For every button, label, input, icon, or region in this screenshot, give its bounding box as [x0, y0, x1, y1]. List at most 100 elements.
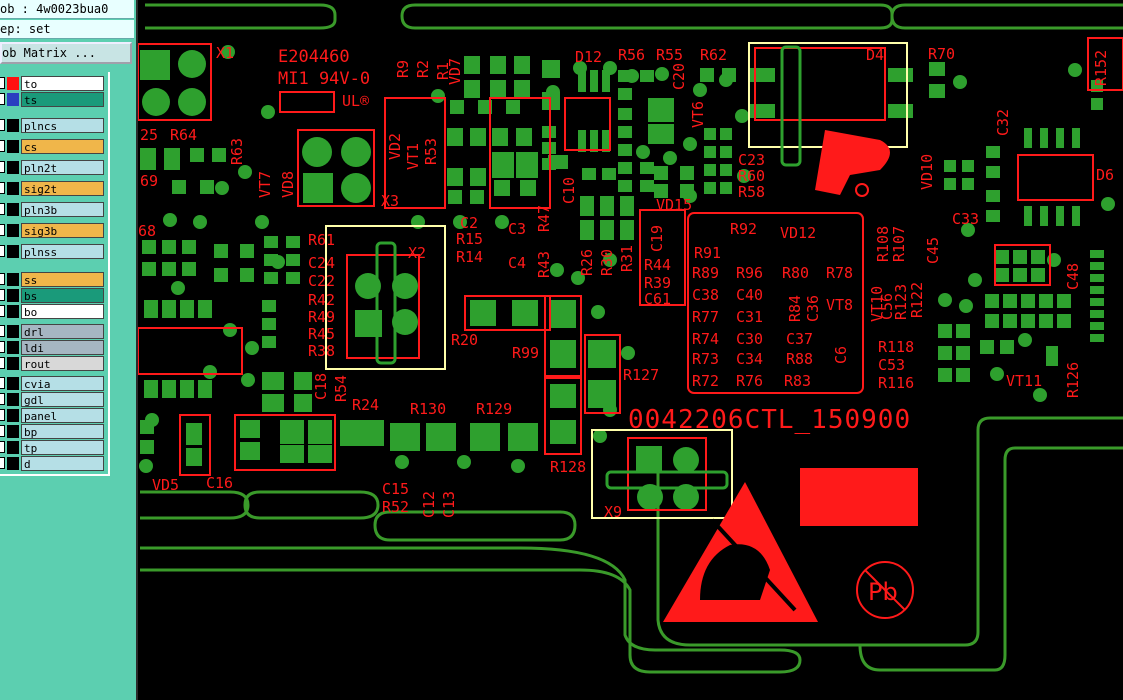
- copper-pad: [1013, 250, 1027, 264]
- layer-name[interactable]: drl: [21, 324, 104, 339]
- layer-checkbox[interactable]: [0, 182, 5, 194]
- copper-pad: [720, 128, 732, 140]
- copper-pad: [221, 45, 235, 59]
- layer-color-swatch[interactable]: [7, 245, 19, 258]
- ref-vt11: VT11: [1006, 372, 1042, 390]
- layer-name[interactable]: ldi: [21, 340, 104, 355]
- layer-row-drl[interactable]: drl: [0, 324, 106, 339]
- copper-pad: [1057, 314, 1071, 328]
- layer-color-swatch[interactable]: [7, 119, 19, 132]
- layer-name[interactable]: panel: [21, 408, 104, 423]
- layer-name[interactable]: to: [21, 76, 104, 91]
- layer-row-plncs[interactable]: plncs: [0, 118, 106, 133]
- layer-color-swatch[interactable]: [7, 377, 19, 390]
- layer-checkbox[interactable]: [0, 245, 5, 257]
- panel-separator[interactable]: [136, 0, 138, 700]
- layer-color-swatch[interactable]: [7, 305, 19, 318]
- layer-row-d[interactable]: d: [0, 456, 106, 471]
- layer-row-pln3b[interactable]: pln3b: [0, 202, 106, 217]
- layer-name[interactable]: gdl: [21, 392, 104, 407]
- layer-row-panel[interactable]: panel: [0, 408, 106, 423]
- layer-checkbox[interactable]: [0, 441, 5, 453]
- layer-color-swatch[interactable]: [7, 182, 19, 195]
- layer-checkbox[interactable]: [0, 119, 5, 131]
- layer-row-to[interactable]: to: [0, 76, 106, 91]
- layer-color-swatch[interactable]: [7, 357, 19, 370]
- layer-checkbox[interactable]: [0, 140, 5, 152]
- layer-checkbox[interactable]: [0, 77, 5, 89]
- layer-name[interactable]: ts: [21, 92, 104, 107]
- layer-row-ldi[interactable]: ldi: [0, 340, 106, 355]
- layer-color-swatch[interactable]: [7, 457, 19, 470]
- layer-name[interactable]: bo: [21, 304, 104, 319]
- layer-checkbox[interactable]: [0, 224, 5, 236]
- layer-checkbox[interactable]: [0, 357, 5, 369]
- layer-row-ts[interactable]: ts: [0, 92, 106, 107]
- layer-row-bo[interactable]: bo: [0, 304, 106, 319]
- layer-color-swatch[interactable]: [7, 77, 19, 90]
- layer-color-swatch[interactable]: [7, 140, 19, 153]
- layer-color-swatch[interactable]: [7, 289, 19, 302]
- layer-name[interactable]: d: [21, 456, 104, 471]
- layer-color-swatch[interactable]: [7, 441, 19, 454]
- ref-c16: C16: [206, 474, 233, 492]
- layer-name[interactable]: plncs: [21, 118, 104, 133]
- layer-name[interactable]: plnss: [21, 244, 104, 259]
- layer-color-swatch[interactable]: [7, 93, 19, 106]
- layer-color-swatch[interactable]: [7, 273, 19, 286]
- layer-row-cs[interactable]: cs: [0, 139, 106, 154]
- layer-checkbox[interactable]: [0, 425, 5, 437]
- layer-row-sig3b[interactable]: sig3b: [0, 223, 106, 238]
- layer-checkbox[interactable]: [0, 325, 5, 337]
- copper-pad: [470, 128, 486, 146]
- layer-checkbox[interactable]: [0, 93, 5, 105]
- job-matrix-button[interactable]: ob Matrix ...: [0, 42, 132, 64]
- layer-row-ss[interactable]: ss: [0, 272, 106, 287]
- layer-name[interactable]: ss: [21, 272, 104, 287]
- layer-name[interactable]: cs: [21, 139, 104, 154]
- layer-checkbox[interactable]: [0, 393, 5, 405]
- layer-color-swatch[interactable]: [7, 325, 19, 338]
- layer-name[interactable]: tp: [21, 440, 104, 455]
- layer-checkbox[interactable]: [0, 305, 5, 317]
- layer-row-bs[interactable]: bs: [0, 288, 106, 303]
- layer-color-swatch[interactable]: [7, 203, 19, 216]
- layer-checkbox[interactable]: [0, 161, 5, 173]
- layer-color-swatch[interactable]: [7, 393, 19, 406]
- layer-name[interactable]: sig3b: [21, 223, 104, 238]
- layer-name[interactable]: cvia: [21, 376, 104, 391]
- layer-color-swatch[interactable]: [7, 425, 19, 438]
- layer-name[interactable]: pln2t: [21, 160, 104, 175]
- layer-checkbox[interactable]: [0, 457, 5, 469]
- layer-name[interactable]: sig2t: [21, 181, 104, 196]
- layer-row-tp[interactable]: tp: [0, 440, 106, 455]
- layer-checkbox[interactable]: [0, 341, 5, 353]
- layer-color-swatch[interactable]: [7, 409, 19, 422]
- layer-checkbox[interactable]: [0, 273, 5, 285]
- layer-name[interactable]: rout: [21, 356, 104, 371]
- copper-pad: [494, 180, 510, 196]
- layer-checkbox[interactable]: [0, 409, 5, 421]
- layer-checkbox[interactable]: [0, 377, 5, 389]
- layer-name[interactable]: pln3b: [21, 202, 104, 217]
- layer-color-swatch[interactable]: [7, 341, 19, 354]
- layer-name[interactable]: bs: [21, 288, 104, 303]
- layer-row-cvia[interactable]: cvia: [0, 376, 106, 391]
- layer-row-sig2t[interactable]: sig2t: [0, 181, 106, 196]
- layer-row-bp[interactable]: bp: [0, 424, 106, 439]
- copper-pad: [1039, 294, 1053, 308]
- layer-row-rout[interactable]: rout: [0, 356, 106, 371]
- copper-pad: [680, 166, 694, 180]
- layer-checkbox[interactable]: [0, 289, 5, 301]
- layer-color-swatch[interactable]: [7, 224, 19, 237]
- layer-row-gdl[interactable]: gdl: [0, 392, 106, 407]
- layer-checkbox[interactable]: [0, 203, 5, 215]
- layer-row-pln2t[interactable]: pln2t: [0, 160, 106, 175]
- ref-c12: C12: [420, 491, 438, 518]
- copper-pad: [492, 128, 508, 146]
- layer-color-swatch[interactable]: [7, 161, 19, 174]
- layer-row-plnss[interactable]: plnss: [0, 244, 106, 259]
- layer-name[interactable]: bp: [21, 424, 104, 439]
